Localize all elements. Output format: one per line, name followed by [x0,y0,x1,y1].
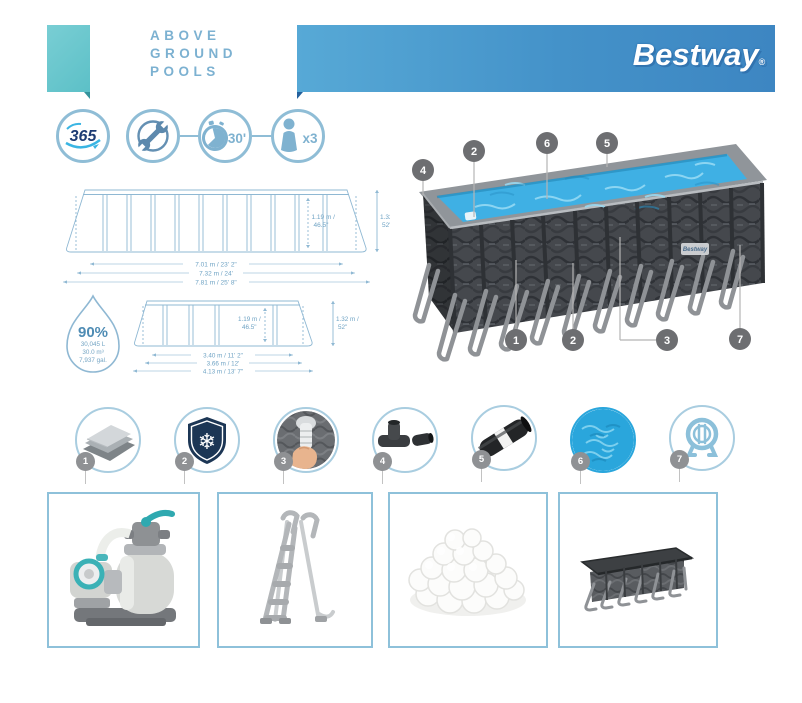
feature-connector [252,135,271,137]
steel-pipe-icon [477,416,532,457]
product-box-ladder [217,492,373,648]
part-stem [382,471,383,484]
filter-balls-image [408,528,526,616]
part-stem [283,471,284,484]
bestway-logo: Bestway® [619,37,779,73]
part-number-badge: 6 [571,452,590,471]
product-box-sand-filter-pump [47,492,200,648]
part-number-badge: 2 [175,452,194,471]
callout-5: 5 [604,138,610,150]
frame-joint-icon [378,420,434,447]
ground-cloth-icon [83,425,135,461]
person-icon: x3 [281,118,318,152]
side-width-top: 7.01 m / 23' 2" [195,262,237,269]
title-line-3: POOLS [150,64,220,79]
feature-365-days: 365 [56,109,110,163]
end-width-bottom: 4.13 m / 13' 7" [203,369,243,376]
part-number-badge: 4 [373,452,392,471]
feature-people-required: x3 [271,109,325,163]
part-stem [679,469,680,482]
registered-mark: ® [758,57,766,67]
end-outer-height: 1.32 m / [336,316,359,323]
part-stem [184,471,185,484]
drain-valve-icon [277,411,335,469]
capacity-liters: 30,045 L [81,341,106,348]
callout-7: 7 [737,334,743,346]
feature-assembly-time: 30' [198,109,252,163]
ladder-image [260,510,335,624]
part-steel-pipe [471,405,537,471]
water-capacity-drop: 90% 30,045 L 30.0 m³ 7,937 gal. [66,294,120,373]
end-view-diagram: 90% 30,045 L 30.0 m³ 7,937 gal. 1.19 m /… [66,294,359,376]
svg-text:52": 52" [382,222,390,229]
end-inner-height: 1.19 m / [238,316,261,323]
part-stem [85,471,86,484]
svg-text:46.5": 46.5" [242,324,257,331]
part-number-badge: 1 [76,452,95,471]
callout-2b: 2 [570,335,576,347]
callout-4: 4 [420,165,427,177]
part-number-badge: 7 [670,450,689,469]
wall-logo-badge: Bestway [681,243,709,255]
frame-posts [412,182,765,362]
callout-2: 2 [471,146,477,158]
feature-easy-assembly [126,109,180,163]
brand-wordmark: Bestway [632,37,759,72]
callout-leader-lines [422,154,741,341]
pool-product-image: Bestway 4 2 6 5 1 2 3 7 [412,132,767,362]
sand-filter-pump-image [69,509,176,626]
svg-text:46.5": 46.5" [314,222,330,229]
side-width-bottom: 7.81 m / 25' 8" [195,280,237,287]
side-width-mid: 7.32 m / 24' [199,271,233,278]
callout-1: 1 [513,335,519,347]
frame-posts [162,305,278,345]
side-view-diagram: 1.19 m / 46.5" 1.32 m / 52" 7.01 m / 23'… [63,189,390,287]
part-frame-joint [372,407,438,473]
stopwatch-icon: 30' [202,120,246,151]
wrench-icon [137,120,169,152]
callout-6: 6 [544,138,550,150]
part-stem [481,469,482,482]
side-inner-height: 1.19 m / [312,214,336,221]
pool-cover-image [580,547,695,612]
page-title: ABOVE GROUND POOLS [150,27,237,81]
365-days-icon: 365 [65,122,101,149]
callout-3: 3 [664,335,670,347]
people-count-label: x3 [302,131,318,146]
capacity-volume: 30.0 m³ [82,349,103,356]
end-width-mid: 3.66 m / 12' [207,361,240,368]
feature-connector [180,135,199,137]
capacity-gallons: 7,937 gal. [79,357,107,364]
product-box-pool-cover [558,492,718,648]
svg-text:Bestway: Bestway [683,247,708,253]
svg-text:52": 52" [338,324,347,331]
part-number-badge: 3 [274,452,293,471]
product-box-filter-balls [388,492,548,648]
teal-ribbon [47,25,90,99]
assembly-time-label: 30' [228,131,246,146]
part-stem [580,471,581,484]
pool-callouts: 4 2 6 5 1 2 3 7 [412,132,751,351]
part-frost-shield: ❄ [174,407,240,473]
snowflake-icon: ❄ [198,429,216,454]
skimmer [464,211,477,221]
title-line-2: GROUND [150,46,237,61]
title-line-1: ABOVE [150,28,221,43]
brand-ribbon: Bestway® [297,25,775,99]
365-label: 365 [70,128,98,145]
end-width-top: 3.40 m / 11' 2" [203,353,243,360]
part-number-badge: 5 [472,450,491,469]
frost-shield-icon: ❄ [188,417,226,464]
side-outer-height: 1.32 m / [380,214,390,221]
hose-clamp-icon [685,417,719,457]
capacity-percent: 90% [78,324,108,341]
frame-posts [102,195,328,251]
